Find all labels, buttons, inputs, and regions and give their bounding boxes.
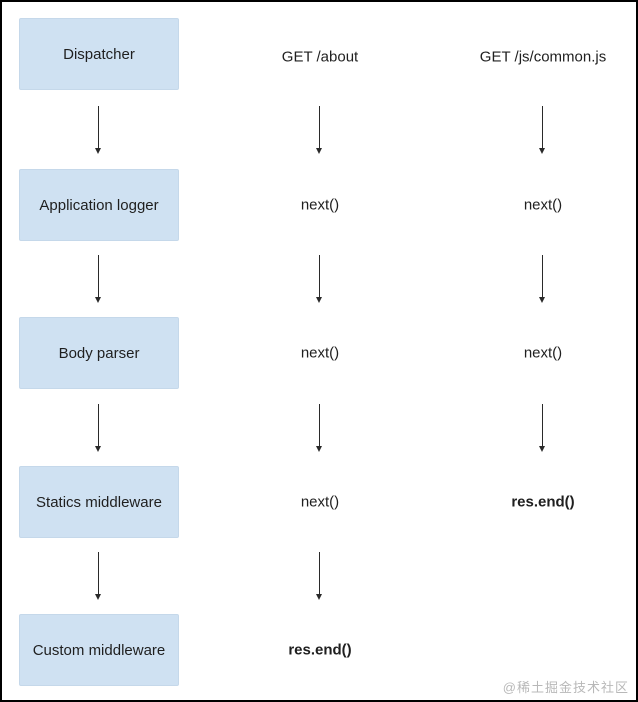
down-arrow-icon (95, 552, 102, 600)
step-label: next() (300, 344, 340, 362)
down-arrow-icon (95, 404, 102, 452)
pipeline-box-body-parser: Body parser (19, 317, 179, 389)
step-label: next() (300, 196, 340, 214)
step-label: next() (300, 493, 340, 511)
step-label-res-end: res.end() (288, 641, 352, 659)
down-arrow-icon (316, 552, 323, 600)
down-arrow-icon (95, 255, 102, 303)
pipeline-box-label: Body parser (58, 344, 140, 362)
pipeline-box-label: Dispatcher (63, 45, 135, 63)
pipeline-box-custom-middleware: Custom middleware (19, 614, 179, 686)
down-arrow-icon (539, 404, 546, 452)
request-title: GET /about (281, 48, 359, 66)
down-arrow-icon (539, 255, 546, 303)
step-label: next() (523, 196, 563, 214)
request-title: GET /js/common.js (479, 48, 607, 66)
down-arrow-icon (539, 106, 546, 154)
step-label: next() (523, 344, 563, 362)
pipeline-box-label: Statics middleware (36, 493, 162, 511)
step-label-res-end: res.end() (511, 493, 575, 511)
down-arrow-icon (316, 255, 323, 303)
down-arrow-icon (316, 404, 323, 452)
watermark-text: @稀土掘金技术社区 (502, 680, 629, 695)
pipeline-box-application-logger: Application logger (19, 169, 179, 241)
pipeline-box-label: Application logger (39, 196, 159, 214)
pipeline-box-dispatcher: Dispatcher (19, 18, 179, 90)
down-arrow-icon (95, 106, 102, 154)
pipeline-box-label: Custom middleware (32, 641, 166, 659)
down-arrow-icon (316, 106, 323, 154)
pipeline-box-statics-middleware: Statics middleware (19, 466, 179, 538)
